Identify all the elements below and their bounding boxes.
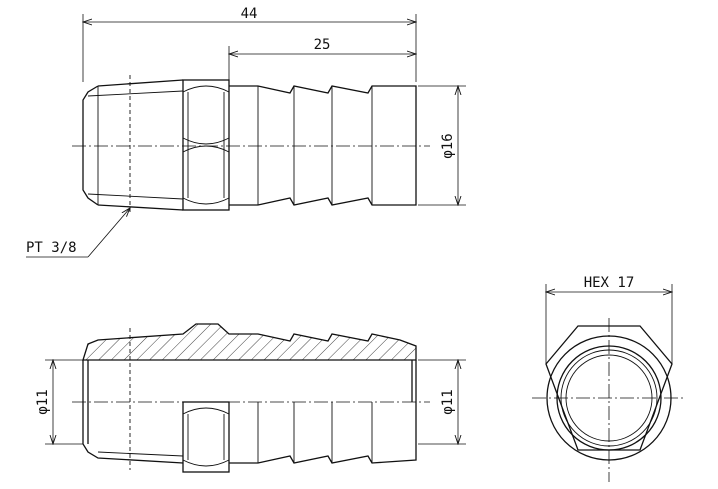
overall-length-label: 44	[241, 6, 258, 22]
barb-length-label: 25	[314, 37, 331, 53]
dimension-bore-left: φ11	[35, 360, 83, 444]
section-view: φ11 φ11	[35, 323, 466, 473]
thread-label: PT 3/8	[26, 240, 77, 256]
end-view: HEX 17	[532, 275, 686, 482]
dimension-overall-length: 44	[83, 6, 416, 82]
thread-section	[82, 75, 184, 214]
bore-right-label: φ11	[440, 389, 456, 414]
top-view: 44 25 φ16 PT 3/8	[26, 6, 466, 258]
barb-diameter-label: φ16	[440, 133, 456, 158]
barb-section	[229, 85, 417, 206]
hex-section	[182, 79, 230, 211]
hex-size-label: HEX 17	[584, 275, 635, 291]
dimension-hex-size: HEX 17	[546, 275, 672, 364]
dimension-bore-right: φ11	[418, 360, 466, 444]
dimension-barb-diameter: φ16	[418, 86, 466, 205]
thread-callout: PT 3/8	[26, 208, 130, 258]
section-hatch	[82, 323, 417, 361]
section-lower-half	[82, 328, 417, 473]
dimension-barb-length: 25	[229, 37, 416, 82]
bore-left-label: φ11	[35, 389, 51, 414]
